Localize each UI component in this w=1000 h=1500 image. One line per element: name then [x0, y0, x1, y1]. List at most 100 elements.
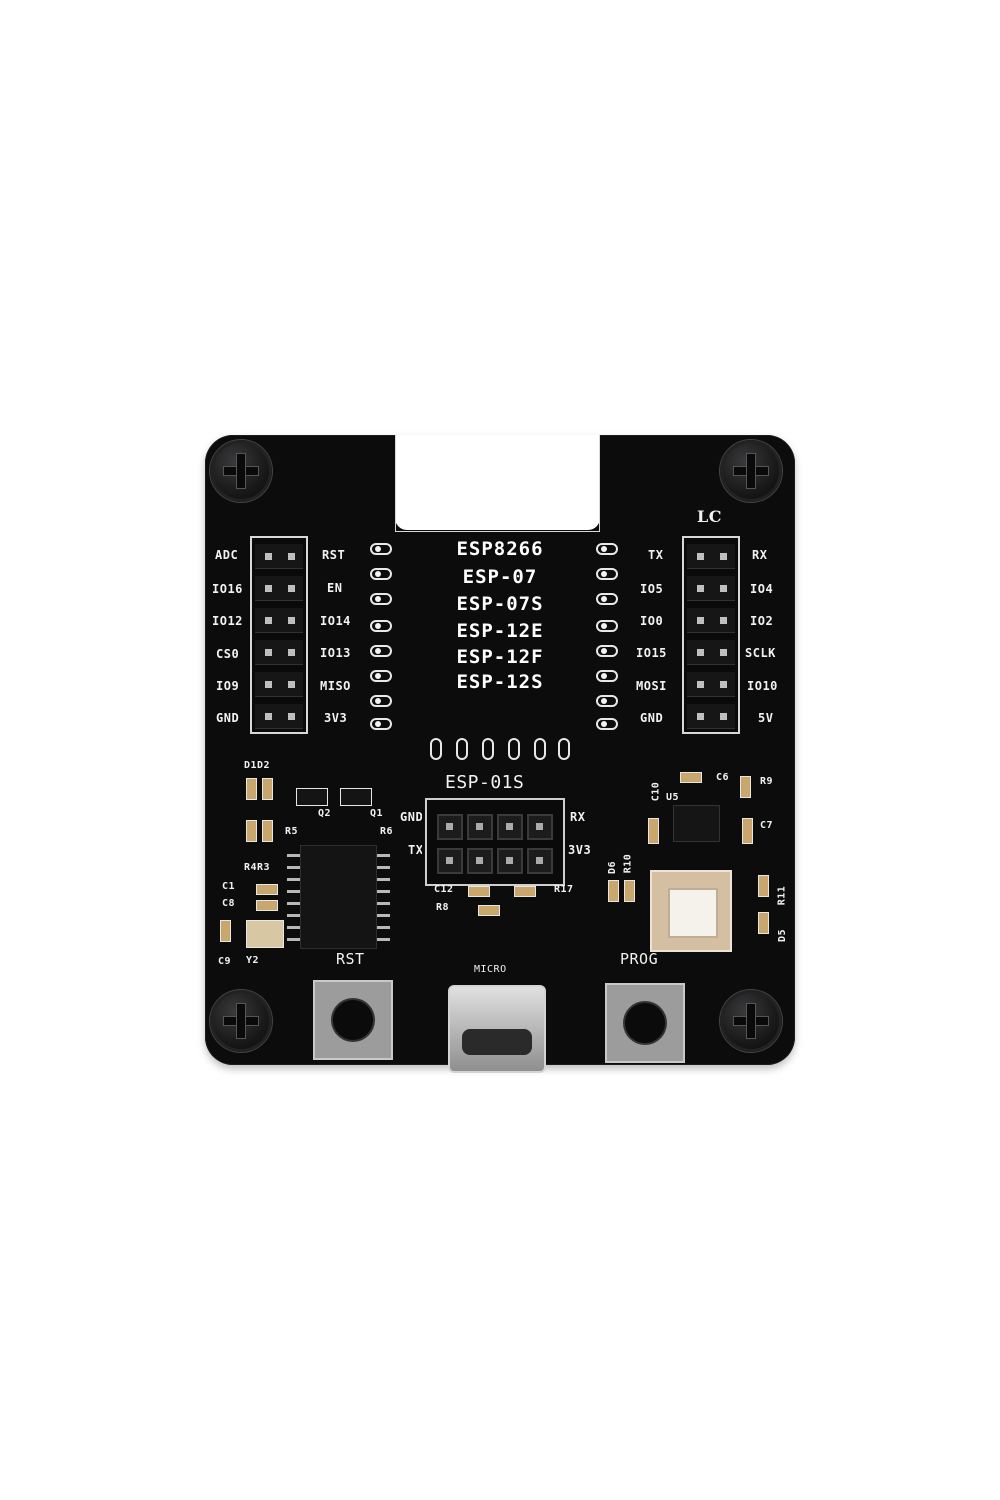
- component-label: Q2: [318, 808, 332, 819]
- pin-label: IO15: [636, 646, 667, 660]
- capacitor-c12: [468, 886, 490, 897]
- capacitor-c7: [742, 818, 753, 844]
- capacitor-c6: [680, 772, 702, 783]
- component-label: R11: [776, 885, 788, 906]
- pin-label: RX: [752, 548, 768, 562]
- module-cutout: [395, 435, 600, 530]
- capacitor-c8: [256, 900, 278, 911]
- component-label: C8: [222, 898, 236, 909]
- esp01-pin-label: TX: [408, 843, 422, 857]
- pin-label: IO16: [212, 582, 243, 596]
- module-pad: [596, 670, 618, 682]
- esp01-pin-label: 3V3: [568, 843, 592, 857]
- usb-label: MICRO: [474, 964, 507, 975]
- module-title-line: ESP-12S: [456, 671, 544, 693]
- capacitor-c10: [648, 818, 659, 844]
- module-pad: [370, 593, 392, 605]
- resistor-r9: [740, 776, 751, 798]
- pin-label: RST: [322, 548, 346, 562]
- module-title-line: ESP8266: [456, 538, 544, 560]
- module-pad: [370, 645, 392, 657]
- pin-label: IO13: [320, 646, 351, 660]
- module-pad: [370, 695, 392, 707]
- esp01-pin-label: GND: [400, 810, 422, 824]
- pin-label: IO12: [212, 614, 243, 628]
- module-pad: [596, 718, 618, 730]
- module-pad: [482, 738, 494, 760]
- capacitor-c9: [220, 920, 231, 942]
- pin-label: MOSI: [636, 679, 667, 693]
- module-pad: [596, 620, 618, 632]
- module-pad: [456, 738, 468, 760]
- led-d1: [246, 778, 257, 800]
- component-label: C6: [716, 772, 730, 783]
- led-d5: [758, 912, 769, 934]
- right-pin-header: [682, 536, 740, 734]
- resistor-r8: [478, 905, 500, 916]
- pin-label: IO5: [640, 582, 664, 596]
- pin-label: MISO: [320, 679, 351, 693]
- module-title-line: ESP-12E: [456, 620, 544, 642]
- pin-label: CS0: [216, 647, 240, 661]
- module-title-line: ESP-07: [462, 566, 538, 588]
- esp01-pin-label: RX: [570, 810, 586, 824]
- pin-label: IO10: [747, 679, 778, 693]
- component-label: C10: [650, 781, 662, 802]
- pin-label: 5V: [758, 711, 774, 725]
- component-label: R9: [760, 776, 774, 787]
- pin-label: GND: [216, 711, 240, 725]
- component-label: R10: [622, 853, 634, 874]
- pin-label: IO9: [216, 679, 240, 693]
- screw-icon: [720, 990, 782, 1052]
- component-label: C7: [760, 820, 774, 831]
- voltage-regulator-u5: [673, 805, 720, 842]
- module-pad: [508, 738, 520, 760]
- component-label: U5: [666, 792, 680, 803]
- module-pad: [370, 543, 392, 555]
- pin-label: IO14: [320, 614, 351, 628]
- module-pad: [370, 670, 392, 682]
- resistor-r3: [262, 820, 273, 842]
- component-label: R6: [380, 826, 394, 837]
- transistor-q1: [340, 788, 372, 806]
- component-label: R17: [554, 884, 574, 895]
- power-connector: [650, 870, 732, 952]
- pin-label: TX: [648, 548, 664, 562]
- rst-button-label: RST: [336, 950, 365, 968]
- resistor-r10: [624, 880, 635, 902]
- pin-label: IO2: [750, 614, 774, 628]
- crystal-y2: [246, 920, 284, 948]
- pin-label: IO0: [640, 614, 664, 628]
- module-title-line: ESP-12F: [456, 646, 544, 668]
- component-label: D6: [607, 860, 619, 875]
- component-label: C12: [434, 884, 454, 895]
- component-label: D5: [777, 928, 789, 943]
- component-label: C9: [218, 956, 232, 967]
- screw-icon: [720, 440, 782, 502]
- component-label: R4R3: [244, 862, 271, 873]
- resistor-r4: [246, 820, 257, 842]
- module-pad: [370, 718, 392, 730]
- usb-serial-chip: [287, 845, 390, 949]
- module-title-line: ESP-07S: [456, 593, 544, 615]
- pin-label: GND: [640, 711, 664, 725]
- pin-label: ADC: [215, 548, 239, 562]
- module-pad: [596, 593, 618, 605]
- program-button[interactable]: [605, 983, 685, 1063]
- reset-button[interactable]: [313, 980, 393, 1060]
- module-pad: [558, 738, 570, 760]
- brand-mark: LC: [697, 507, 722, 526]
- module-pad: [370, 568, 392, 580]
- component-label: Q1: [370, 808, 384, 819]
- resistor-r17: [514, 886, 536, 897]
- component-label: R5: [285, 826, 299, 837]
- component-label: C1: [222, 881, 236, 892]
- module-pad: [596, 543, 618, 555]
- transistor-q2: [296, 788, 328, 806]
- module-pad: [596, 695, 618, 707]
- esp01-label: ESP-01S: [445, 772, 525, 793]
- pin-label: SCLK: [745, 646, 776, 660]
- module-pad: [596, 568, 618, 580]
- left-pin-header: [250, 536, 308, 734]
- micro-usb-port[interactable]: [448, 985, 546, 1073]
